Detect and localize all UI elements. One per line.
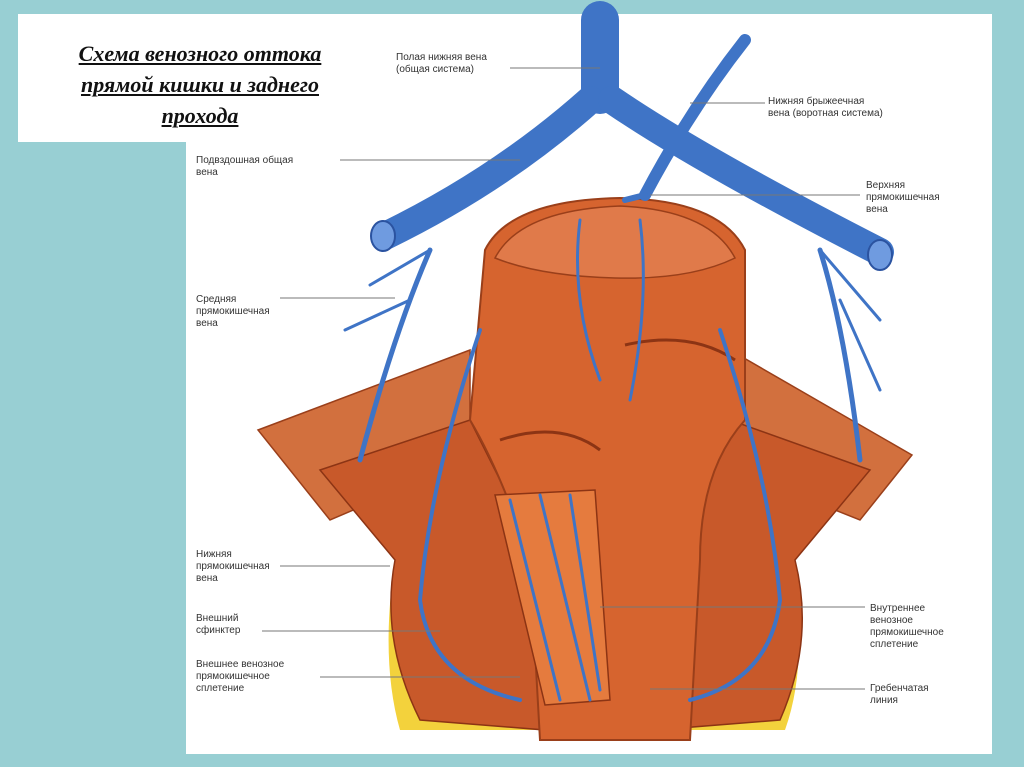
iliac-vein-end-right	[867, 239, 893, 271]
rectal-vein-network-2	[628, 218, 645, 402]
title-box: Схема венозного оттока прямой кишки и за…	[18, 14, 382, 142]
title-line-3: прохода	[161, 103, 239, 128]
label-pectinate-line: Гребенчатая линия	[870, 683, 929, 706]
superior-rectal-branch-1	[622, 192, 648, 203]
slide-title: Схема венозного оттока прямой кишки и за…	[18, 14, 382, 131]
rectal-vein-network-1	[576, 218, 602, 382]
common-iliac-vein-right	[598, 86, 894, 266]
inferior-rectal-vein-left	[417, 328, 522, 702]
branch-left-2	[343, 298, 412, 332]
branch-left-1	[368, 248, 432, 287]
label-external-plexus: Внешнее венозное прямокишечное сплетение	[196, 659, 285, 694]
label-middle-rectal: Средняя прямокишечная вена	[196, 294, 270, 329]
sphincter-left	[318, 419, 546, 731]
middle-rectal-vein-right	[817, 247, 863, 463]
middle-rectal-vein-left	[357, 247, 433, 463]
common-iliac-vein-left	[371, 86, 604, 250]
branch-right-1	[818, 248, 882, 322]
inferior-mesenteric-vein	[639, 34, 751, 201]
label-superior-rectal: Верхняя прямокишечная вена	[866, 180, 940, 215]
label-inferior-rectal: Нижняя прямокишечная вена	[196, 549, 270, 584]
label-internal-plexus: Внутреннее венозное прямокишечное сплете…	[870, 603, 944, 650]
label-external-sphincter: Внешний сфинктер	[196, 613, 241, 636]
sphincter-right	[654, 419, 872, 731]
vein-system	[343, 1, 894, 702]
title-line-1: Схема венозного оттока	[78, 41, 322, 66]
internal-plexus-veins	[508, 493, 602, 702]
leader-lines	[262, 67, 865, 690]
label-ivc: Полая нижняя вена (общая система)	[396, 52, 487, 75]
title-line-2: прямой кишки и заднего	[80, 72, 319, 97]
anal-canal-mucosa	[494, 489, 611, 706]
inferior-rectal-vein-right	[688, 328, 783, 702]
rectum-opening	[493, 205, 737, 279]
rectal-fold-1	[499, 430, 601, 452]
iliac-vein-end-left	[370, 220, 396, 252]
label-inferior-mesenteric: Нижняя брыжеечная вена (воротная система…	[768, 96, 883, 119]
branch-right-2	[838, 298, 882, 392]
label-common-iliac: Подвздошная общая вена	[196, 155, 294, 178]
